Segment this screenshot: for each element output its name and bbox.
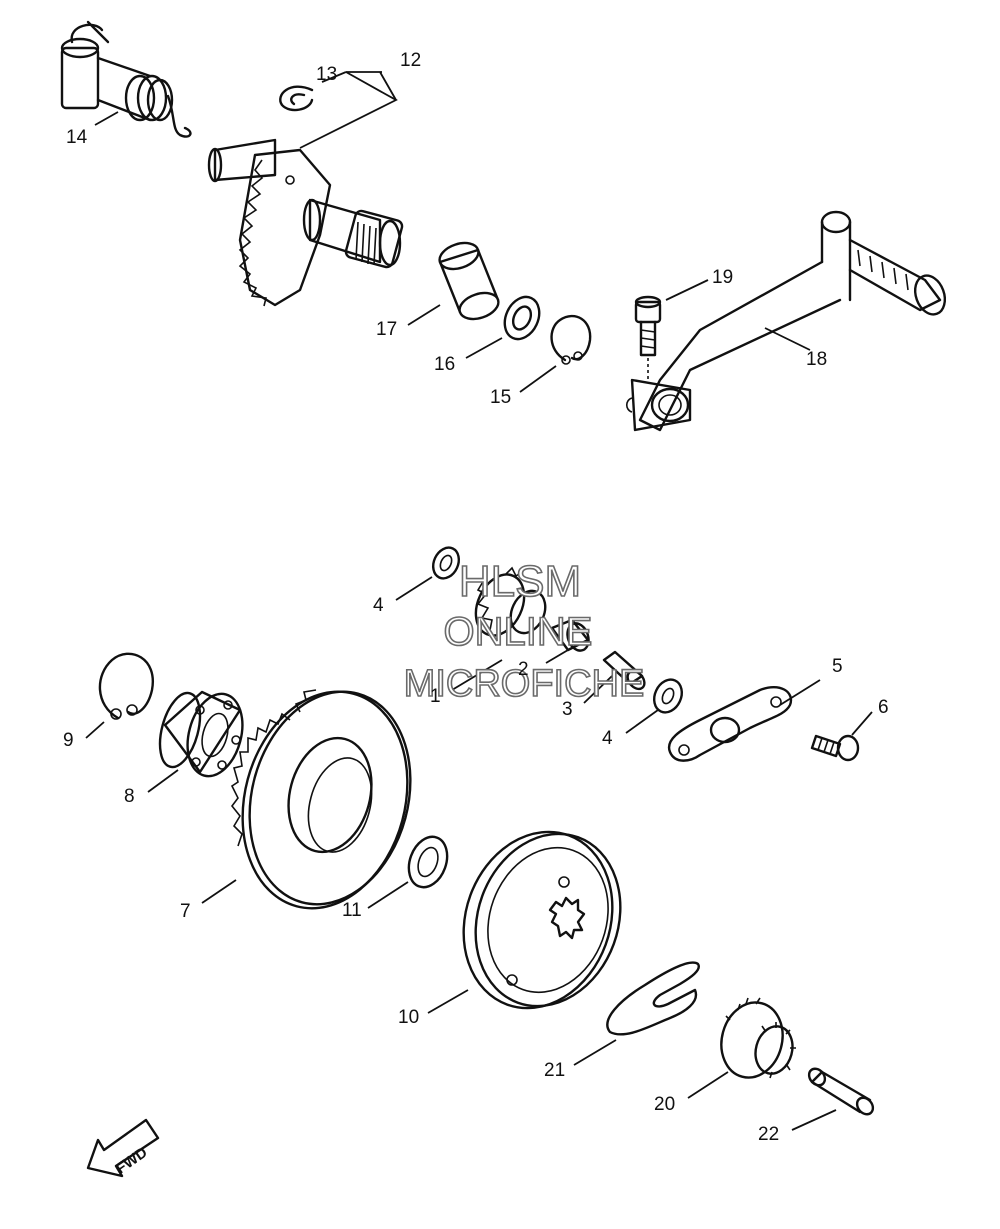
part-3-shaft[interactable] [602, 650, 648, 692]
callout-6[interactable]: 6 [878, 697, 889, 718]
leader-lines [85, 71, 873, 1131]
part-18-kick-crank[interactable] [625, 210, 950, 432]
callout-16[interactable]: 16 [434, 354, 455, 375]
part-16-washer[interactable] [498, 291, 546, 344]
callout-15[interactable]: 15 [490, 387, 511, 408]
watermark-line3: MICROFICHE [404, 663, 645, 705]
callout-11[interactable]: 11 [342, 900, 362, 921]
callout-14[interactable]: 14 [66, 127, 88, 148]
callout-4-lower[interactable]: 4 [602, 728, 613, 749]
part-19-bolt[interactable] [634, 295, 662, 380]
callout-17[interactable]: 17 [376, 319, 397, 340]
callout-13[interactable]: 13 [316, 64, 337, 85]
part-14-kick-spring[interactable] [60, 20, 192, 138]
part-5-plate[interactable] [667, 685, 793, 762]
part-8-bearing[interactable] [153, 688, 251, 783]
watermark-line2: ONLINE [444, 610, 593, 654]
callout-8[interactable]: 8 [124, 786, 135, 807]
part-1-idle-gear[interactable] [467, 566, 552, 644]
callout-5[interactable]: 5 [832, 656, 843, 677]
callout-12[interactable]: 12 [400, 50, 421, 71]
fwd-arrow-label: FWD [113, 1144, 151, 1178]
part-20-pinion[interactable] [713, 996, 797, 1085]
part-12-kick-axle[interactable] [207, 138, 404, 307]
part-21-spring-clip[interactable] [606, 961, 700, 1036]
callout-19[interactable]: 19 [712, 267, 733, 288]
fwd-arrow: FWD [86, 1118, 160, 1178]
part-7-gear[interactable] [219, 673, 433, 927]
part-22-pin[interactable] [806, 1066, 876, 1118]
callout-10[interactable]: 10 [398, 1007, 419, 1028]
watermark: HLSM ONLINE MICROFICHE [403, 556, 645, 706]
callout-22[interactable]: 22 [758, 1124, 779, 1145]
part-15-circlip[interactable] [550, 314, 592, 365]
callout-4-upper[interactable]: 4 [373, 595, 384, 616]
part-17-collar[interactable] [436, 238, 501, 323]
part-9-circlip[interactable] [98, 652, 155, 720]
part-13-clip[interactable] [279, 85, 314, 112]
part-4-washer-upper[interactable] [428, 543, 463, 582]
callout-9[interactable]: 9 [63, 730, 74, 751]
part-10-ratchet-drum[interactable] [440, 811, 644, 1029]
callouts: 1 2 3 4 4 5 6 7 8 9 10 11 12 13 14 15 16… [63, 50, 889, 1145]
part-2-collar[interactable] [550, 618, 592, 654]
callout-21[interactable]: 21 [544, 1060, 565, 1081]
part-6-screw[interactable] [810, 734, 860, 762]
callout-18[interactable]: 18 [806, 349, 827, 370]
callout-2[interactable]: 2 [518, 659, 529, 680]
callout-1[interactable]: 1 [430, 686, 441, 707]
callout-3[interactable]: 3 [562, 699, 573, 720]
callout-7[interactable]: 7 [180, 901, 191, 922]
watermark-line1: HLSM [459, 557, 581, 606]
part-11-washer[interactable] [402, 831, 454, 892]
callout-20[interactable]: 20 [654, 1094, 675, 1115]
part-4-washer-lower[interactable] [649, 675, 687, 717]
